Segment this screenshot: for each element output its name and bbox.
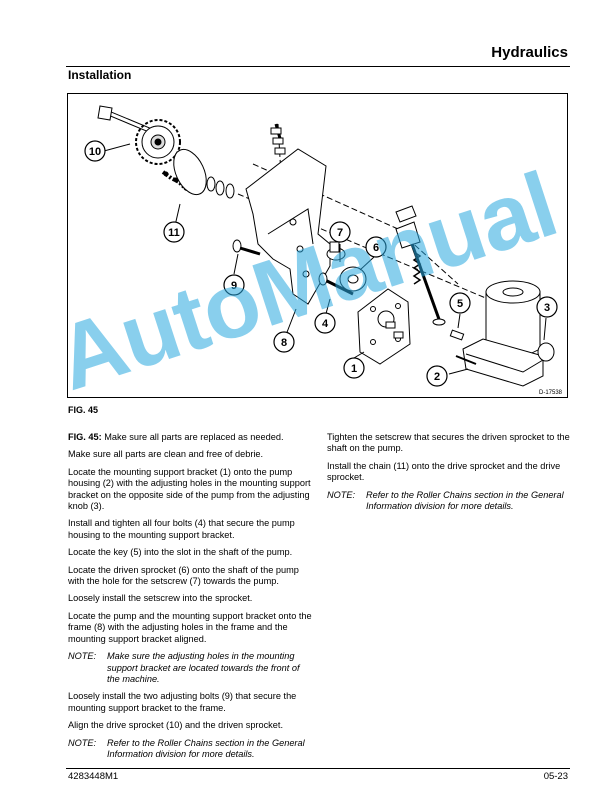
drawing-id: D-17538 [539,390,563,396]
paragraph: Locate the driven sprocket (6) onto the … [68,564,299,587]
paragraph: Install the chain (11) onto the drive sp… [327,460,561,483]
figure-caption: FIG. 45 [68,405,99,415]
paragraph: Locate the key (5) into the slot in the … [68,547,293,558]
callout-11: 11 [168,227,180,239]
page-number: 05-23 [543,771,568,782]
paragraph: Install and tighten all four bolts (4) t… [68,518,295,540]
paragraph: Locate the mounting support bracket (1) … [68,466,311,512]
figure-reference: FIG. 45: [68,432,102,442]
paragraph: Align the drive sprocket (10) and the dr… [68,720,283,731]
exploded-view-drawing: 10 11 9 8 7 6 4 1 2 5 3 D-17538 [84,105,563,396]
note: NOTE: Refer to the Roller Chains section… [327,490,571,513]
note-text: Refer to the Roller Chains section in th… [366,489,564,512]
note-text: Refer to the Roller Chains section in th… [107,737,305,759]
callout-4: 4 [322,318,329,330]
drive-sprocket [135,119,181,165]
paragraph: Make sure all parts are clean and free o… [68,449,264,460]
paragraph: Locate the pump and the mounting support… [68,610,312,644]
section-title: Hydraulics [491,44,568,61]
note-label: NOTE: [68,737,97,748]
note: NOTE: Make sure the adjusting holes in t… [68,651,312,685]
page-subtitle: Installation [68,68,132,82]
callout-3: 3 [544,302,550,314]
frame [245,148,331,305]
note-label: NOTE: [327,489,356,500]
callout-10: 10 [89,146,101,158]
figure-45: 10 11 9 8 7 6 4 1 2 5 3 D-17538 [67,93,568,398]
note: NOTE: Refer to the Roller Chains section… [68,738,312,761]
adjusting-rod [395,205,446,326]
pump [455,280,555,387]
callout-7: 7 [337,227,343,239]
callout-6: 6 [373,242,379,254]
callout-8: 8 [281,337,287,349]
callout-1: 1 [351,363,357,375]
paragraph: Tighten the setscrew that secures the dr… [327,432,570,454]
header-rule [66,66,570,67]
note-label: NOTE: [68,651,97,662]
callout-2: 2 [434,371,440,383]
callout-9: 9 [231,280,237,292]
note-text: Make sure the adjusting holes in the mou… [107,651,300,684]
left-column: FIG. 45: Make sure all parts are replace… [68,432,312,766]
mounting-support-bracket [357,288,411,365]
paragraph: FIG. 45: Make sure all parts are replace… [68,432,284,442]
paragraph: Loosely install the two adjusting bolts … [68,691,297,713]
part-number: 4283448M1 [68,771,119,782]
right-column: Tighten the setscrew that secures the dr… [327,432,571,518]
paragraph: Loosely install the setscrew into the sp… [68,593,253,604]
callout-5: 5 [457,298,463,310]
drive-sprocket-bolt [97,105,155,135]
footer-rule [66,768,570,769]
